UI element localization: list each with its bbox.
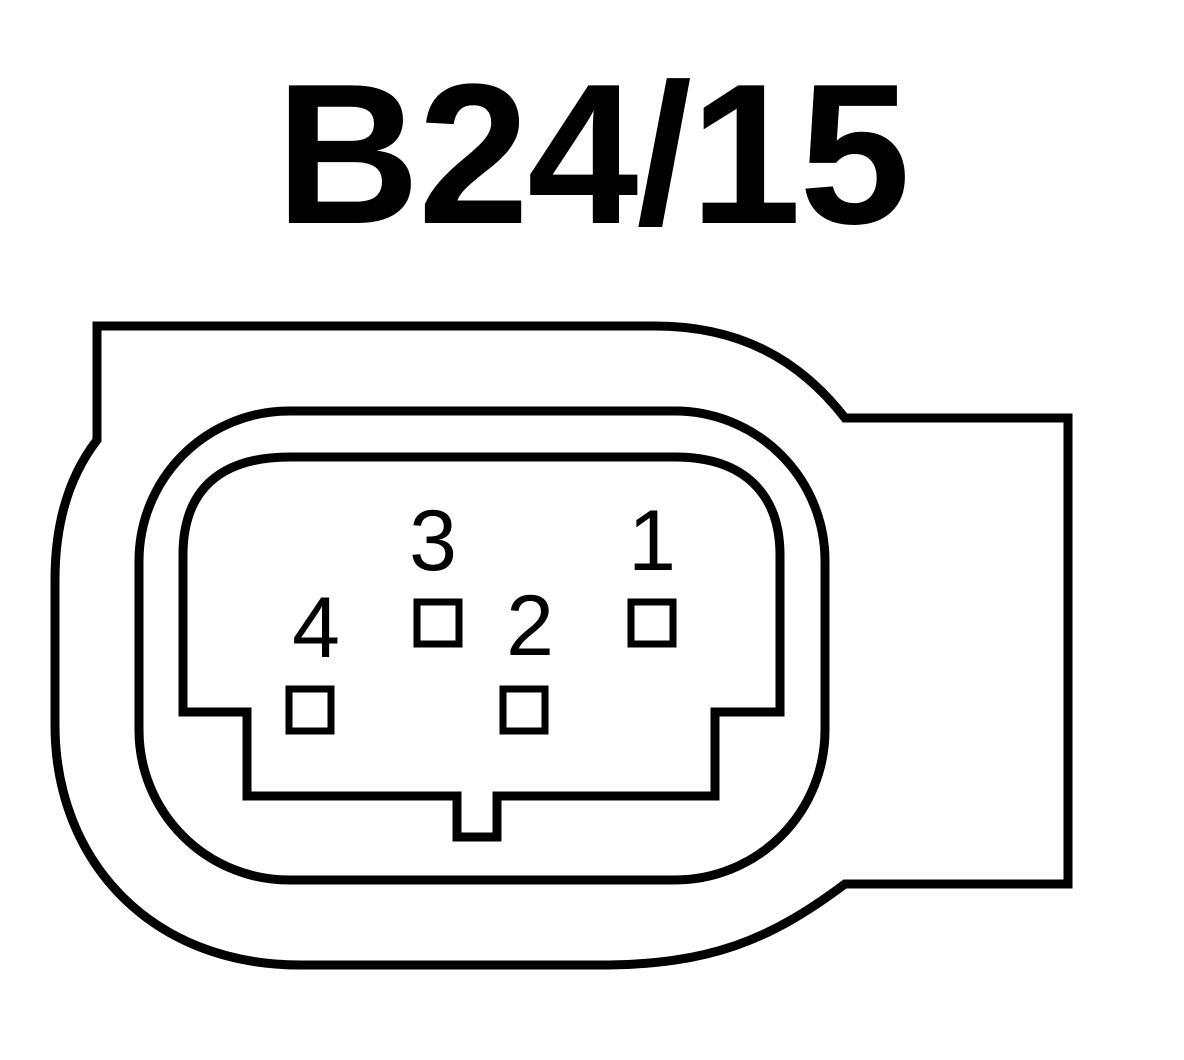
pin-4-label: 4	[292, 580, 340, 676]
pin-4-terminal	[285, 685, 335, 735]
pin-1-label: 1	[628, 493, 676, 589]
pin-3-label: 3	[409, 493, 457, 589]
pin-2-label: 2	[506, 578, 554, 674]
connector-rim-outline	[134, 406, 830, 885]
connector-title: B24/15	[275, 43, 911, 266]
pin-3-terminal	[413, 598, 463, 648]
connector-cavity-outline	[178, 452, 785, 842]
pin-2-terminal	[499, 685, 549, 735]
connector-housing-outline	[50, 321, 1073, 970]
pin-1-terminal	[627, 598, 677, 648]
